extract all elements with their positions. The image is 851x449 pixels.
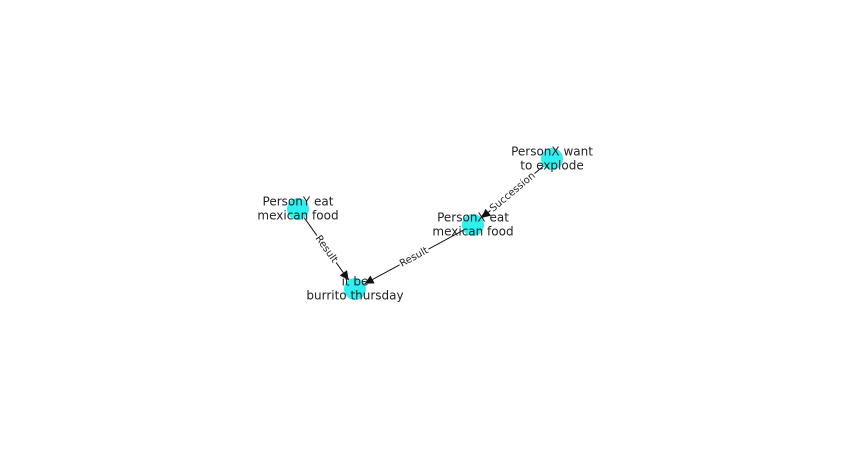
node-circle[interactable]	[541, 148, 563, 170]
node-label: to explode	[520, 159, 583, 173]
edge-label: Result	[398, 245, 430, 269]
edge-label-group: Succession	[486, 169, 539, 216]
node-label: burrito thursday	[306, 289, 403, 303]
edge-label: Succession	[488, 170, 538, 214]
node-circle[interactable]	[344, 278, 366, 300]
node-label: PersonX eat	[437, 211, 509, 225]
node-label: PersonX want	[511, 145, 593, 159]
node-label: mexican food	[257, 209, 338, 223]
edge-label-background	[396, 244, 432, 271]
edge-label-background	[486, 169, 539, 216]
nodes-layer	[287, 148, 563, 300]
node-label: mexican food	[432, 225, 513, 239]
edge-label-group: Result	[311, 232, 341, 267]
node-label: it be	[342, 275, 369, 289]
node-label: PersonY eat	[263, 195, 334, 209]
edge-label-group: Result	[396, 244, 432, 271]
edge-label: Result	[313, 234, 340, 266]
edge-label-background	[311, 232, 341, 267]
node-circle[interactable]	[287, 198, 309, 220]
node-circle[interactable]	[462, 214, 484, 236]
